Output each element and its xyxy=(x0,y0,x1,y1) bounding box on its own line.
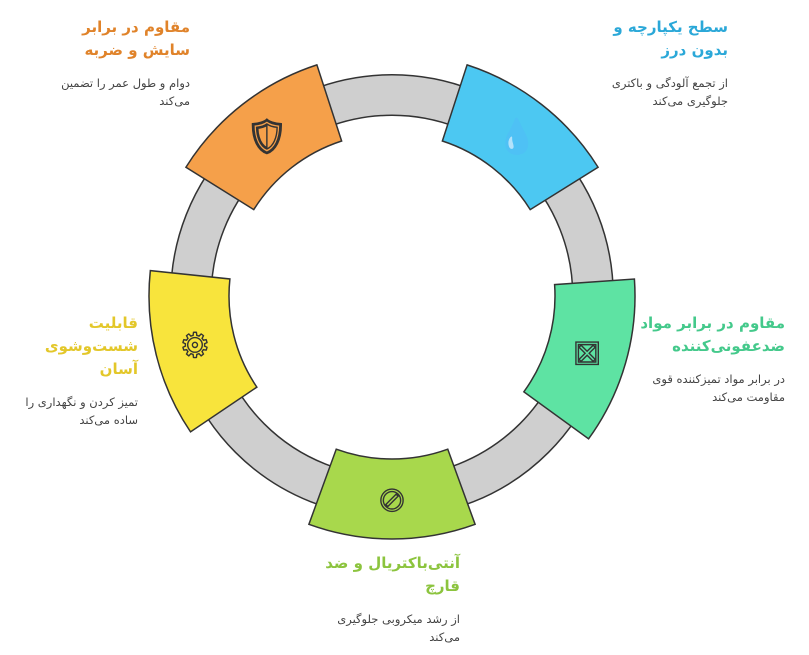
shield-drops-icon: 🛡 xyxy=(245,117,288,157)
segment-2 xyxy=(441,63,600,211)
item-disinfectant: مقاوم در برابر مواد ضدعفونی‌کننده در برا… xyxy=(640,312,785,406)
segment-3 xyxy=(522,278,636,440)
drops-trend-icon: 💧 xyxy=(496,117,538,157)
no-bacteria-icon: ⊘ xyxy=(378,480,407,520)
item-seamless: سطح یکپارچه و بدون درز از تجمع آلودگی و … xyxy=(600,16,728,110)
bottle-drop-icon: ⊠ xyxy=(573,333,602,373)
item-title: مقاوم در برابر مواد ضدعفونی‌کننده xyxy=(640,314,785,355)
item-title: مقاوم در برابر سایش و ضربه xyxy=(82,18,190,59)
item-washable: قابلیت شست‌وشوی آسان تمیز کردن و نگهداری… xyxy=(8,312,138,429)
item-title: قابلیت شست‌وشوی آسان xyxy=(44,314,138,378)
item-desc: تمیز کردن و نگهداری را ساده می‌کند xyxy=(25,395,138,427)
segment-1 xyxy=(184,63,343,211)
item-desc: دوام و طول عمر را تضمین می‌کند xyxy=(61,76,190,108)
item-title: سطح یکپارچه و بدون درز xyxy=(613,18,728,59)
item-desc: در برابر مواد تمیزکننده قوی مقاومت می‌کن… xyxy=(652,372,785,404)
item-title: آنتی‌باکتریال و ضد قارچ xyxy=(325,554,460,595)
segment-4 xyxy=(307,448,477,540)
item-desc: از رشد میکروبی جلوگیری می‌کند xyxy=(337,612,460,644)
item-abrasion: مقاوم در برابر سایش و ضربه دوام و طول عم… xyxy=(40,16,190,110)
item-antibacterial: آنتی‌باکتریال و ضد قارچ از رشد میکروبی ج… xyxy=(320,552,460,646)
segment-5 xyxy=(148,269,258,433)
gear-sparkle-icon: ⚙ xyxy=(180,326,210,366)
item-desc: از تجمع آلودگی و باکتری جلوگیری می‌کند xyxy=(611,76,728,108)
